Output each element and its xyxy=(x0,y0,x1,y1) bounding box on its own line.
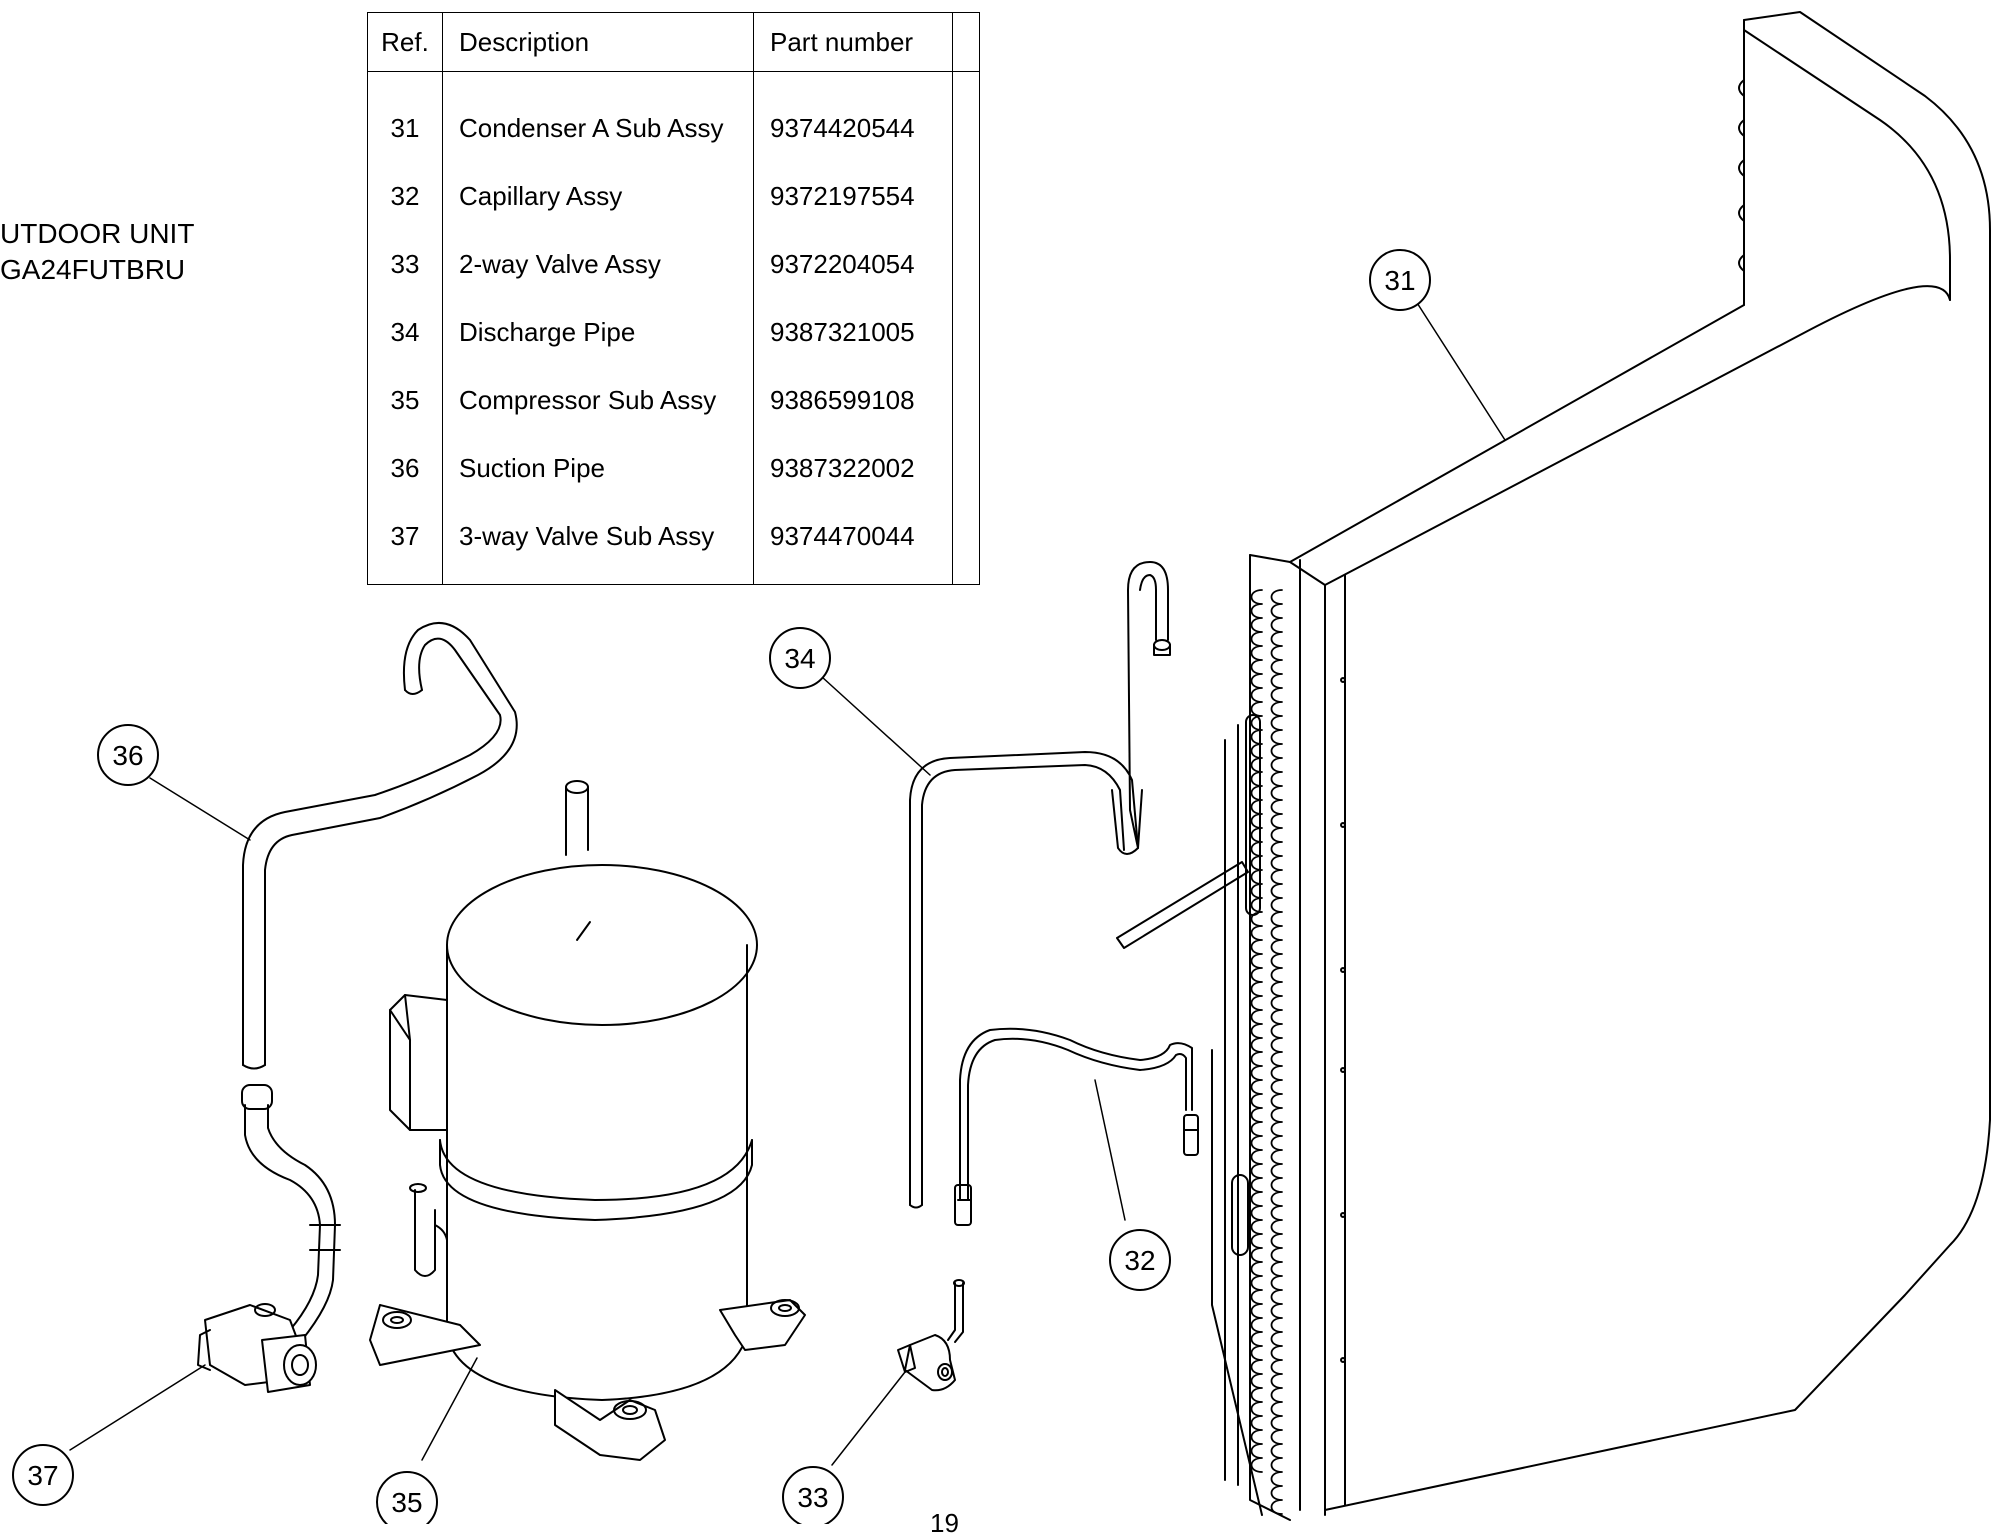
compressor-icon xyxy=(369,780,806,1461)
cell-part-number: 9372197554 xyxy=(753,162,953,230)
cell-description: Compressor Sub Assy xyxy=(442,366,754,434)
suction-pipe-icon xyxy=(242,622,518,1070)
discharge-pipe-icon xyxy=(909,561,1171,1209)
cell-description: Discharge Pipe xyxy=(442,298,754,366)
table-header-row: Ref. Description Part number xyxy=(367,12,980,72)
leader-36 xyxy=(149,777,251,841)
column-header-description: Description xyxy=(442,12,754,72)
unit-line-2: GA24FUTBRU xyxy=(0,254,186,285)
callout-36: 36 xyxy=(97,724,159,786)
cell-ref: 33 xyxy=(367,230,443,298)
svg-text:33: 33 xyxy=(797,1482,828,1513)
leader-lines xyxy=(69,294,1506,1466)
cell-extra xyxy=(952,502,980,585)
column-header-part-number: Part number xyxy=(753,12,953,72)
table-row: 34 Discharge Pipe 9387321005 xyxy=(367,298,980,366)
leader-33 xyxy=(831,1371,906,1466)
cell-ref: 35 xyxy=(367,366,443,434)
cell-extra xyxy=(952,230,980,298)
callout-31: 31 xyxy=(1369,249,1431,311)
leader-34 xyxy=(821,676,931,776)
column-header-ref: Ref. xyxy=(367,12,443,72)
table-row: 32 Capillary Assy 9372197554 xyxy=(367,162,980,230)
cell-ref: 36 xyxy=(367,434,443,502)
table-row: 33 2-way Valve Assy 9372204054 xyxy=(367,230,980,298)
cell-extra xyxy=(952,162,980,230)
cell-part-number: 9387322002 xyxy=(753,434,953,502)
cell-description: Capillary Assy xyxy=(442,162,754,230)
leader-32 xyxy=(1094,1079,1126,1221)
svg-text:36: 36 xyxy=(112,740,143,771)
svg-text:37: 37 xyxy=(27,1460,58,1491)
cell-part-number: 9374420544 xyxy=(753,71,953,162)
cell-part-number: 9374470044 xyxy=(753,502,953,585)
cell-description: Suction Pipe xyxy=(442,434,754,502)
condenser-coil-icon xyxy=(1116,11,1991,1521)
table-row: 36 Suction Pipe 9387322002 xyxy=(367,434,980,502)
leader-35 xyxy=(421,1357,478,1461)
cell-extra xyxy=(952,366,980,434)
table-row: 37 3-way Valve Sub Assy 9374470044 xyxy=(367,502,980,585)
two-way-valve-icon xyxy=(897,1279,965,1392)
callout-37: 37 xyxy=(12,1444,74,1506)
svg-text:34: 34 xyxy=(784,643,815,674)
callout-34: 34 xyxy=(769,627,831,689)
three-way-valve-icon xyxy=(197,1084,341,1393)
svg-text:35: 35 xyxy=(391,1487,422,1518)
cell-extra xyxy=(952,71,980,162)
cell-ref: 34 xyxy=(367,298,443,366)
svg-text:32: 32 xyxy=(1124,1245,1155,1276)
callout-35: 35 xyxy=(376,1471,438,1524)
unit-model-label: UTDOOR UNIT GA24FUTBRU xyxy=(0,216,194,288)
cell-ref: 31 xyxy=(367,71,443,162)
cell-part-number: 9387321005 xyxy=(753,298,953,366)
cell-extra xyxy=(952,298,980,366)
unit-line-1: UTDOOR UNIT xyxy=(0,218,195,249)
cell-extra xyxy=(952,434,980,502)
leader-37 xyxy=(69,1364,206,1451)
callout-32: 32 xyxy=(1109,1229,1171,1291)
cell-description: 3-way Valve Sub Assy xyxy=(442,502,754,585)
table-row: 31 Condenser A Sub Assy 9374420544 xyxy=(367,71,980,162)
leader-31 xyxy=(1411,294,1506,441)
parts-table: Ref. Description Part number 31 Condense… xyxy=(367,12,980,585)
cell-part-number: 9372204054 xyxy=(753,230,953,298)
callout-33: 33 xyxy=(782,1466,844,1524)
table-row: 35 Compressor Sub Assy 9386599108 xyxy=(367,366,980,434)
column-header-extra xyxy=(952,12,980,72)
cell-description: Condenser A Sub Assy xyxy=(442,71,754,162)
cell-ref: 32 xyxy=(367,162,443,230)
svg-text:31: 31 xyxy=(1384,265,1415,296)
cell-description: 2-way Valve Assy xyxy=(442,230,754,298)
capillary-icon xyxy=(954,1027,1199,1226)
